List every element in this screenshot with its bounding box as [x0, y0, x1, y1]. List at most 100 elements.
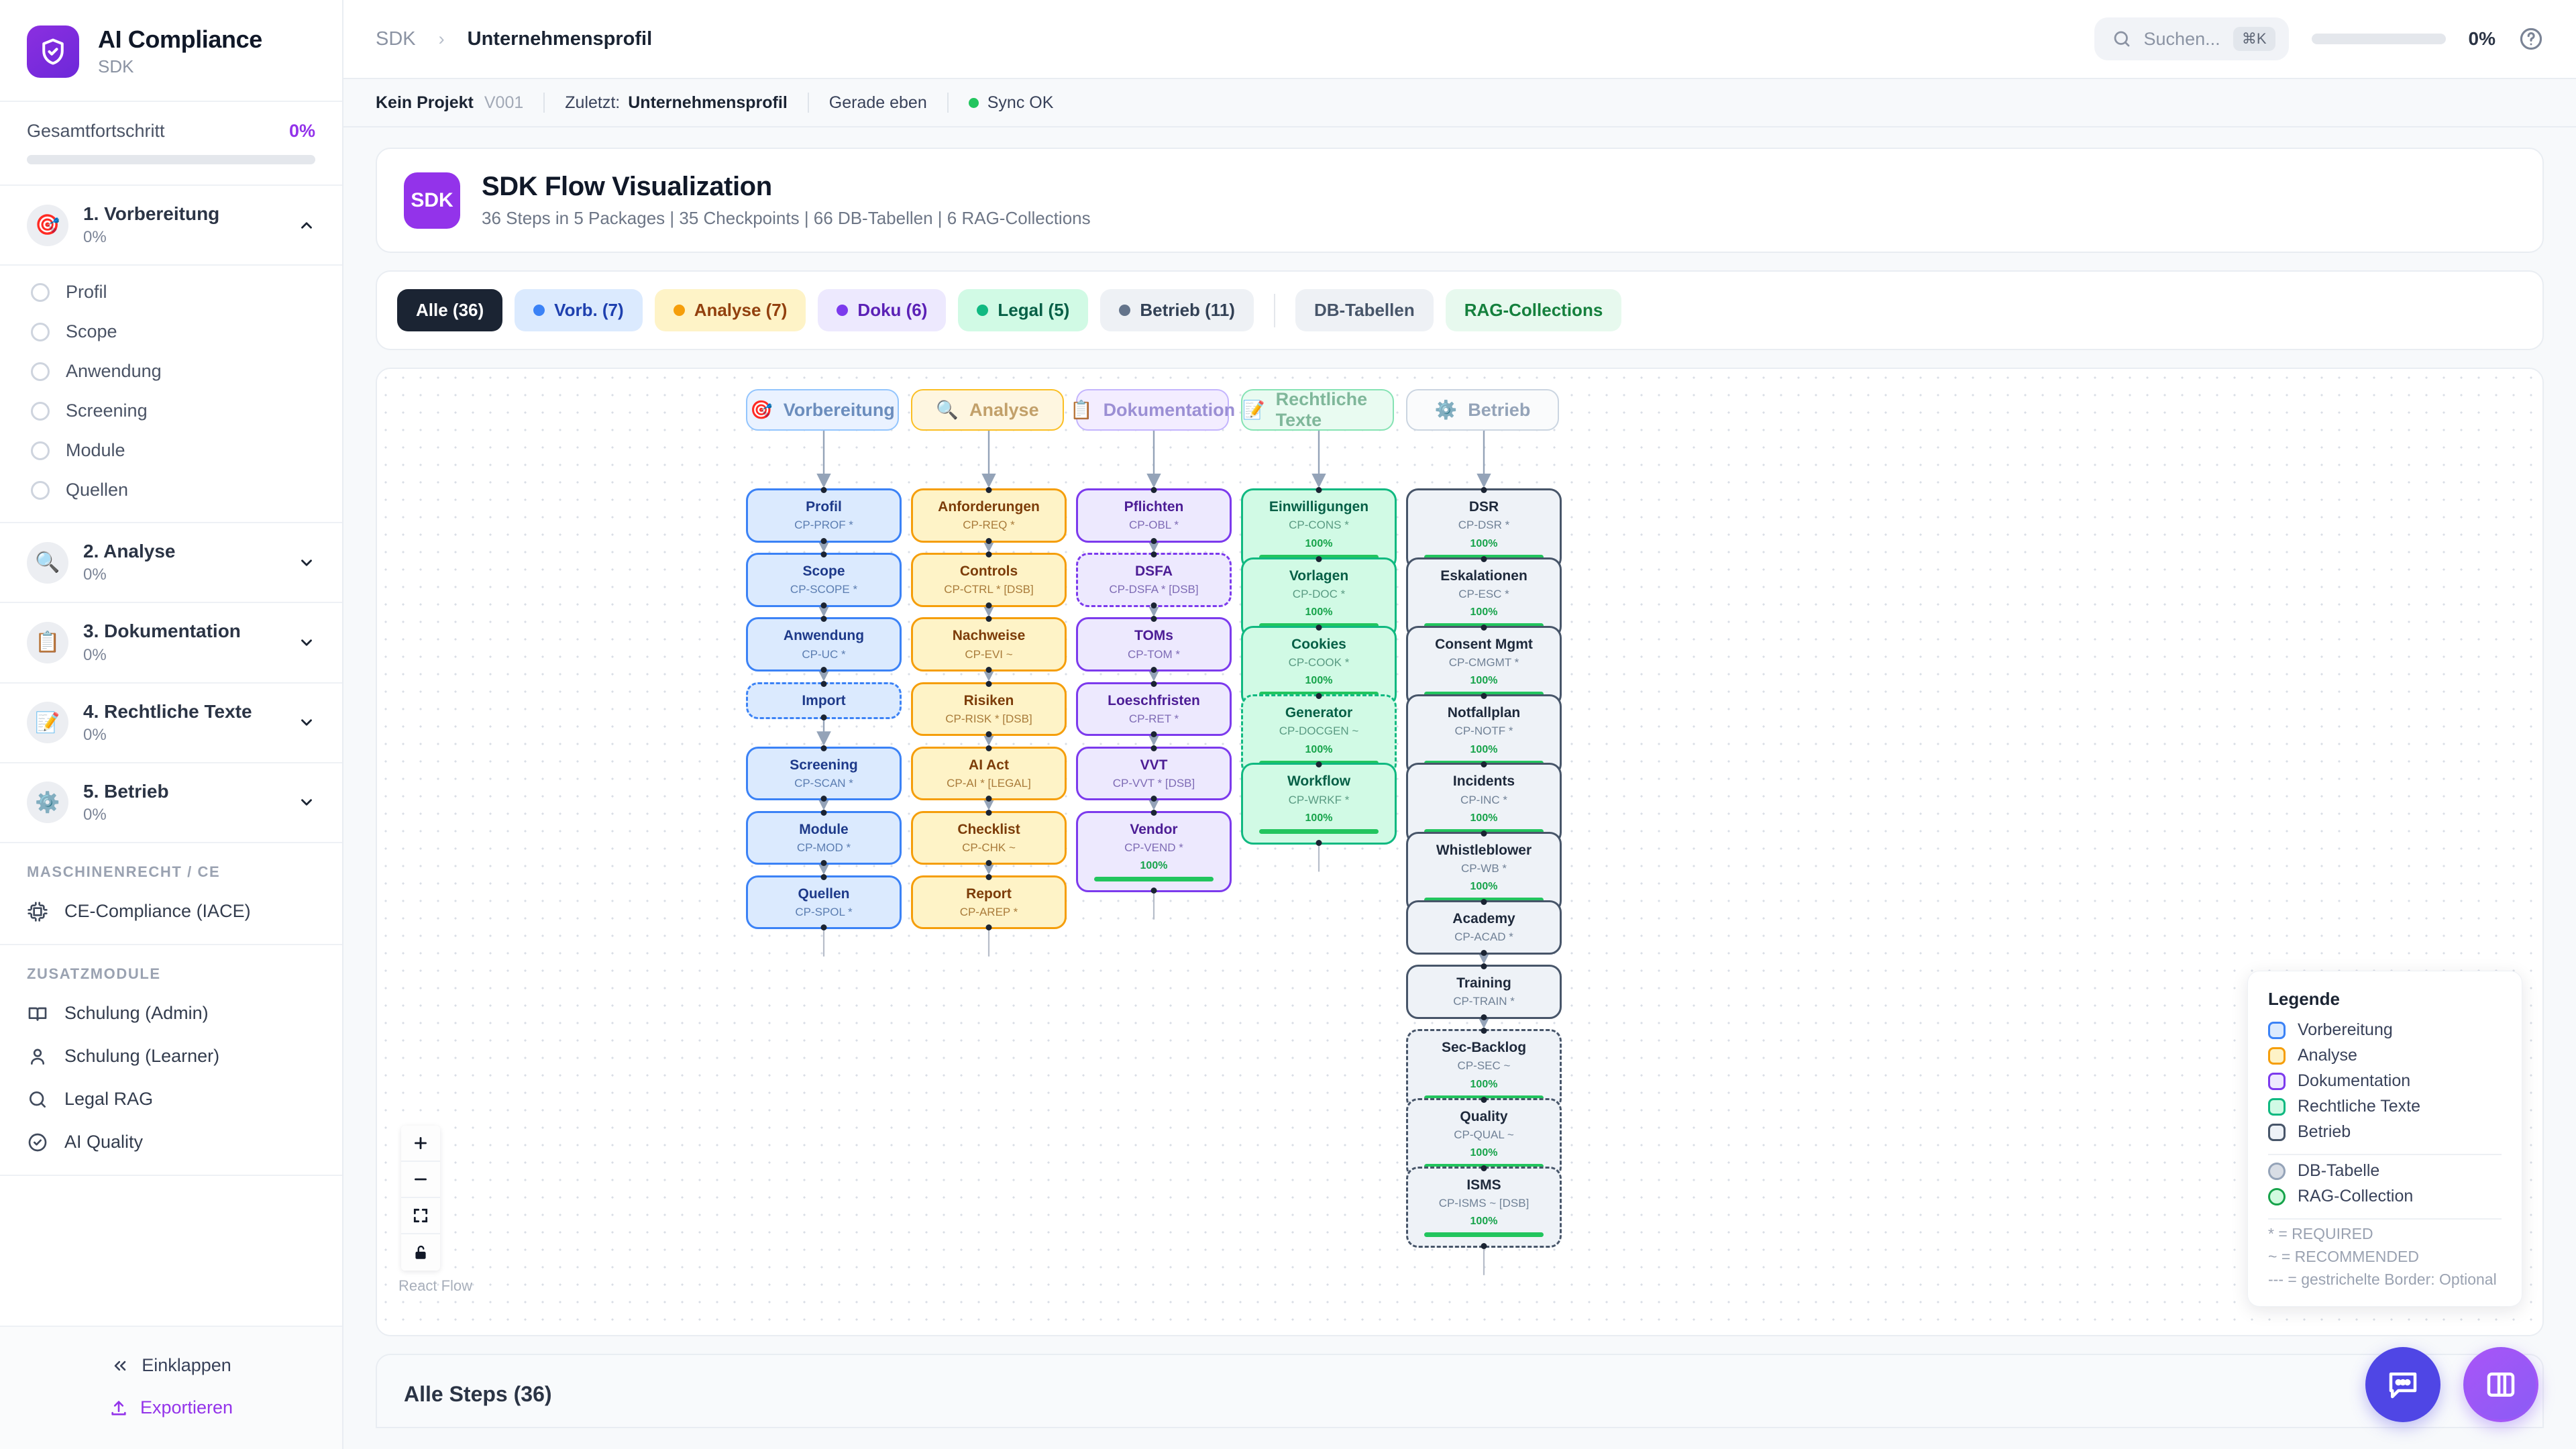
step-status-radio[interactable]	[31, 401, 50, 421]
search-input[interactable]: Suchen... ⌘K	[2094, 17, 2289, 60]
legend-item-dokumentation: Dokumentation	[2268, 1071, 2502, 1091]
node-port-top	[820, 680, 827, 687]
node-title: Notfallplan	[1447, 705, 1521, 721]
node-code: CP-DSR *	[1458, 519, 1510, 532]
node-code: CP-ISMS ~ [DSB]	[1438, 1196, 1529, 1210]
meta-bar: Kein Projekt V001 Zuletzt: Unternehmensp…	[343, 79, 2576, 127]
chat-fab[interactable]	[2365, 1347, 2440, 1422]
node-port-bottom	[820, 537, 827, 544]
node-title: Whistleblower	[1436, 842, 1532, 858]
node-title: Checklist	[957, 821, 1020, 837]
filter-chip-doku-6[interactable]: Doku (6)	[818, 289, 947, 331]
sidebar-item-screening[interactable]: Screening	[0, 391, 342, 431]
node-port-top	[985, 745, 992, 751]
sidebar-item-scope[interactable]: Scope	[0, 312, 342, 352]
legend-item-rechtliche-texte: Rechtliche Texte	[2268, 1097, 2502, 1116]
zoom-out-button[interactable]	[401, 1162, 440, 1198]
step-status-radio[interactable]	[31, 362, 50, 381]
flow-controls[interactable]	[401, 1126, 440, 1271]
step-status-radio[interactable]	[31, 441, 50, 460]
filter-chip-analyse-7[interactable]: Analyse (7)	[654, 289, 806, 331]
legend-item-betrieb: Betrieb	[2268, 1122, 2502, 1142]
chip-label: Doku (6)	[857, 300, 928, 320]
node-title: DSFA	[1134, 564, 1173, 580]
top-bar: SDK › Unternehmensprofil Suchen... ⌘K 0%	[343, 0, 2576, 79]
node-code: CP-WRKF *	[1288, 793, 1350, 806]
memo-pencil-icon: 📝	[27, 702, 68, 744]
filter-chip-betrieb-11[interactable]: Betrieb (11)	[1100, 289, 1254, 331]
brand-header[interactable]: AI Compliance SDK	[0, 0, 342, 102]
gear-icon: ⚙️	[27, 782, 68, 824]
chat-icon	[2389, 1373, 2417, 1399]
sidebar-item-profil[interactable]: Profil	[0, 272, 342, 312]
node-port-top	[820, 487, 827, 494]
zoom-in-button[interactable]	[401, 1126, 440, 1162]
node-port-top	[985, 487, 992, 494]
step-status-radio[interactable]	[31, 480, 50, 500]
sidebar-link-schulung-admin[interactable]: Schulung (Admin)	[0, 992, 342, 1035]
legend-swatch	[2268, 1021, 2286, 1039]
sidebar-item-anwendung[interactable]: Anwendung	[0, 352, 342, 391]
flow-canvas[interactable]: 🎯Vorbereitung🔍Analyse📋Dokumentation📝Rech…	[376, 368, 2544, 1336]
sidebar-item-module[interactable]: Module	[0, 431, 342, 470]
filter-chip-db-tabellen[interactable]: DB-Tabellen	[1295, 289, 1434, 331]
flow-canvas-surface[interactable]: 🎯Vorbereitung🔍Analyse📋Dokumentation📝Rech…	[377, 369, 2542, 1335]
group-label: Dokumentation	[1103, 399, 1236, 420]
sidebar-link-ce-compliance-iace[interactable]: CE-Compliance (IACE)	[0, 890, 342, 933]
fit-view-button[interactable]	[401, 1198, 440, 1234]
node-progress-bar	[1094, 877, 1214, 882]
legend-label: Rechtliche Texte	[2298, 1097, 2420, 1116]
filter-chip-rag-collections[interactable]: RAG-Collections	[1445, 289, 1622, 331]
overall-progress-bar	[27, 155, 315, 164]
step-status-radio[interactable]	[31, 322, 50, 341]
sidebar-item-quellen[interactable]: Quellen	[0, 470, 342, 510]
export-button[interactable]: Exportieren	[0, 1387, 342, 1429]
lock-button[interactable]	[401, 1234, 440, 1271]
flow-node-import[interactable]: Import	[746, 680, 902, 720]
filter-chip-vorb-7[interactable]: Vorb. (7)	[515, 289, 643, 331]
sidebar-link-legal-rag[interactable]: Legal RAG	[0, 1078, 342, 1121]
help-circle-icon[interactable]	[2518, 26, 2544, 52]
breadcrumb-root[interactable]: SDK	[376, 28, 416, 50]
node-code: CP-SEC ~	[1457, 1059, 1511, 1073]
filter-chip-alle-36[interactable]: Alle (36)	[397, 289, 503, 331]
sidebar-link-schulung-learner[interactable]: Schulung (Learner)	[0, 1035, 342, 1078]
panel-fab[interactable]	[2463, 1347, 2538, 1422]
filter-chip-legal-5[interactable]: Legal (5)	[958, 289, 1089, 331]
sidebar-link-ai-quality[interactable]: AI Quality	[0, 1121, 342, 1164]
collapse-sidebar-button[interactable]: Einklappen	[0, 1344, 342, 1387]
node-title: Workflow	[1287, 773, 1351, 790]
book-icon	[28, 1007, 47, 1021]
step-status-radio[interactable]	[31, 282, 50, 302]
